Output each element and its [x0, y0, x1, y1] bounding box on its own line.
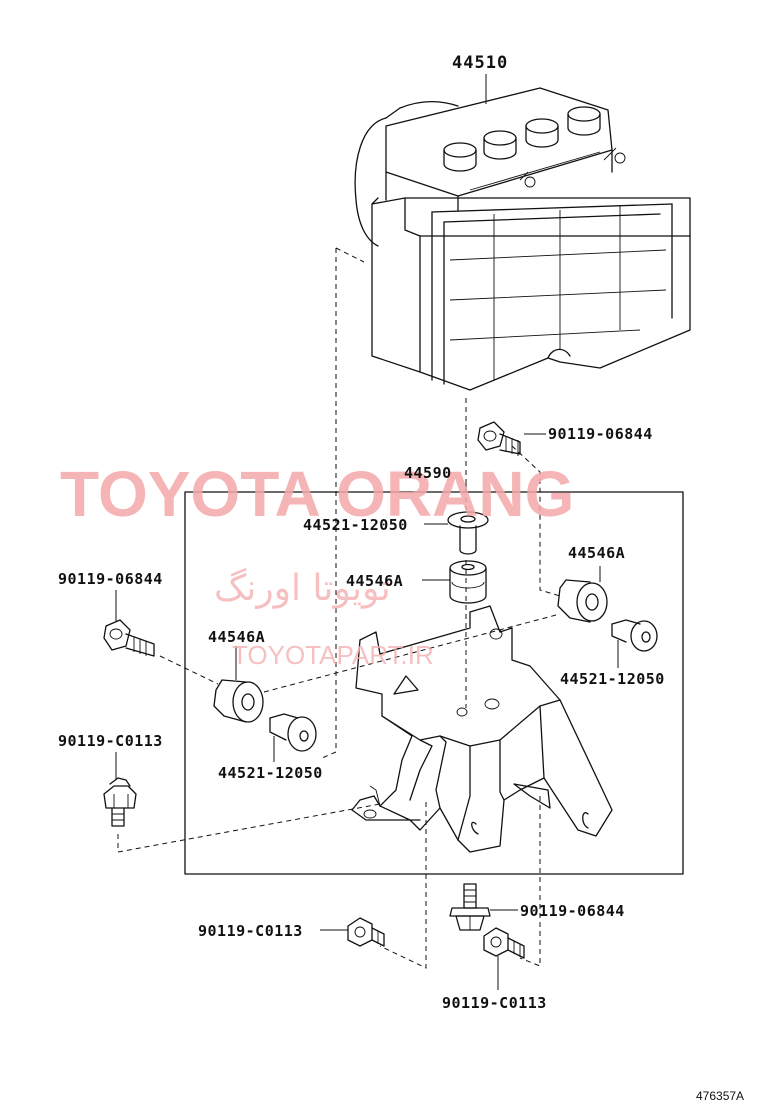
- label-bolt-bottom-right: 90119-C0113: [442, 994, 547, 1012]
- collar-left-drawing: [269, 713, 317, 752]
- bolt-left-drawing: [103, 619, 155, 657]
- label-bolt-top-right: 90119-06844: [548, 425, 653, 443]
- bolt-bottom-center-drawing: [449, 883, 491, 931]
- watermark-brand: TOYOTA ORANG: [60, 458, 574, 530]
- cushion-center-drawing: [449, 560, 487, 604]
- bolt-lower-left-drawing: [103, 777, 137, 827]
- label-bolt-left: 90119-06844: [58, 570, 163, 588]
- label-cushion-left: 44546A: [208, 628, 265, 646]
- cushion-right-drawing: [557, 579, 608, 623]
- label-bolt-lower-left: 90119-C0113: [58, 732, 163, 750]
- label-collar-left: 44521-12050: [218, 764, 323, 782]
- label-collar-top: 44521-12050: [303, 516, 408, 534]
- bracket-frame: [184, 491, 684, 875]
- bolt-bottom-left-drawing: [347, 917, 385, 947]
- watermark-persian: تویوتا اورنگ: [214, 567, 391, 609]
- label-bolt-bottom-left: 90119-C0113: [198, 922, 303, 940]
- watermark-site: TOYOTAPART.IR: [232, 640, 434, 670]
- bolt-bottom-right-drawing: [483, 927, 525, 959]
- diagram-code: 476357A: [696, 1089, 744, 1103]
- label-collar-right: 44521-12050: [560, 670, 665, 688]
- label-bolt-bottom-center: 90119-06844: [520, 902, 625, 920]
- label-bracket: 44590: [404, 464, 452, 482]
- label-cushion-center: 44546A: [346, 572, 403, 590]
- abs-actuator-drawing: [354, 87, 691, 391]
- label-actuator: 44510: [452, 53, 508, 73]
- bracket-drawing: [351, 605, 613, 853]
- collar-right-drawing: [611, 619, 658, 652]
- collar-top-drawing: [447, 511, 489, 555]
- label-cushion-right: 44546A: [568, 544, 625, 562]
- cushion-left-drawing: [213, 679, 264, 723]
- bolt-top-right-drawing: [477, 421, 521, 456]
